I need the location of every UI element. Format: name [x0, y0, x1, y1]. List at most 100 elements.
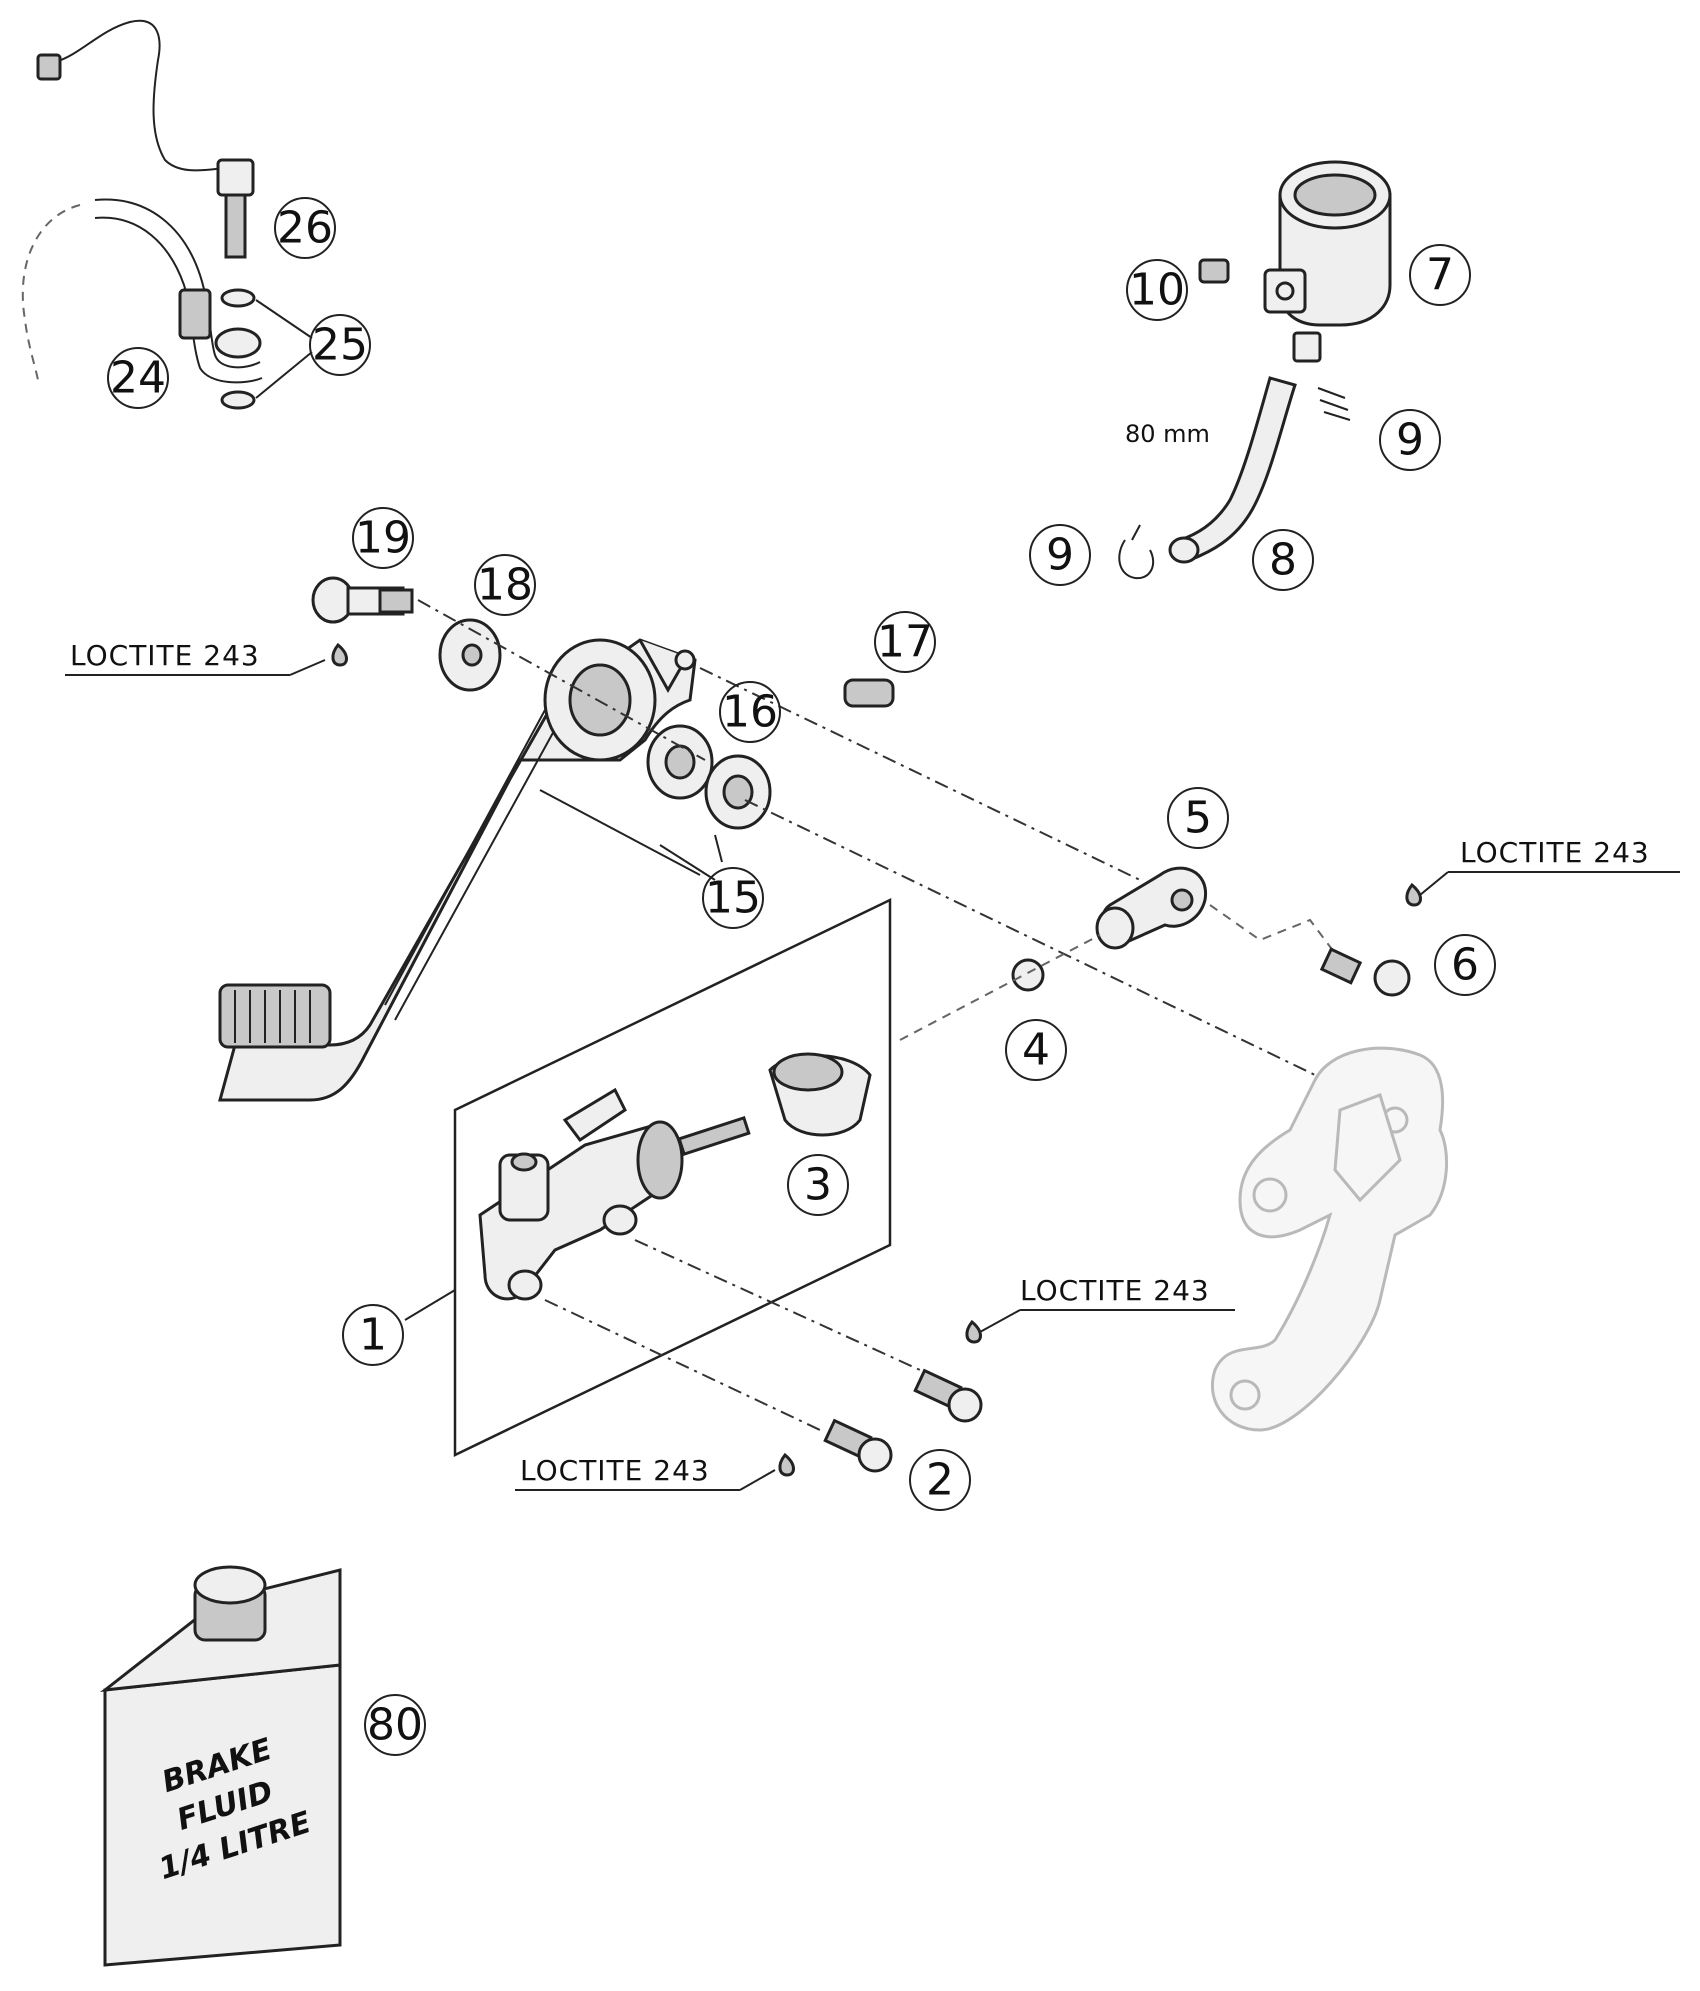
master-cylinder-bore [510, 1152, 538, 1172]
callout-9-upper: 9 [1379, 409, 1441, 471]
callout-6-label: 6 [1451, 940, 1479, 991]
leader-15-b [659, 844, 716, 881]
loctite-note-cylinder-upper: LOCTITE 243 [1020, 1274, 1210, 1307]
nut-axis-line [899, 934, 1101, 1041]
loctite-drop-lower [778, 1452, 795, 1477]
callout-9-lower: 9 [1029, 524, 1091, 586]
callout-10-label: 10 [1129, 265, 1185, 316]
pivot-bolt-thread [378, 588, 414, 614]
leader-loctite-upper [979, 1309, 1021, 1333]
seal-ring-lower [220, 390, 256, 410]
pedal-foot-peg [218, 983, 332, 1049]
callout-2-label: 2 [926, 1455, 954, 1506]
leader-15-c [714, 834, 723, 863]
reservoir-assembly [1118, 160, 1392, 580]
lock-nut [1011, 958, 1045, 992]
brake-light-switch-thread [224, 193, 247, 259]
callout-17-label: 17 [877, 617, 933, 668]
clevis-bolt-thread [1319, 947, 1363, 985]
callout-24: 24 [107, 347, 169, 409]
container-top-edge [104, 1664, 341, 1691]
loctite-drop-clevis [1405, 882, 1422, 907]
hose-clamp-lower [1118, 524, 1155, 580]
callout-18-label: 18 [477, 560, 533, 611]
reservoir-cap-top [1293, 173, 1377, 217]
callout-80: 80 [364, 1694, 426, 1756]
callout-3-label: 3 [804, 1160, 832, 1211]
brake-light-switch-assembly [21, 19, 313, 410]
hose-end [1168, 536, 1200, 564]
callout-8: 8 [1252, 529, 1314, 591]
hose-clamp-upper [1317, 387, 1351, 421]
callout-19: 19 [352, 507, 414, 569]
callout-2: 2 [909, 1449, 971, 1511]
callout-24-label: 24 [110, 353, 166, 404]
mount-lug-lower [507, 1269, 543, 1301]
dust-boot-opening [772, 1052, 844, 1092]
banjo-fitting [214, 327, 262, 359]
loctite-drop-pedal [331, 642, 348, 667]
hose-fitting [178, 288, 212, 340]
master-cylinder-flange [636, 1120, 684, 1200]
callout-16: 16 [719, 681, 781, 743]
upper-bolt-axis [634, 1239, 921, 1371]
loctite-note-pedal-bolt: LOCTITE 243 [70, 639, 260, 672]
loctite-note-cylinder-lower: LOCTITE 243 [520, 1454, 710, 1487]
seal-ring-upper [220, 288, 256, 308]
clevis-stem [1095, 906, 1135, 950]
callout-9-lower-label: 9 [1046, 530, 1074, 581]
callout-1-label: 1 [359, 1310, 387, 1361]
brake-fluid-container: BRAKE FLUID 1/4 LITRE [99, 1565, 342, 1967]
callout-4-label: 4 [1022, 1025, 1050, 1076]
hose-length-dimension: 80 mm [1125, 420, 1210, 448]
callout-8-label: 8 [1269, 535, 1297, 586]
callout-15-label: 15 [705, 873, 761, 924]
footrest-bracket-ghost [1210, 1046, 1449, 1432]
callout-25-label: 25 [312, 320, 368, 371]
pedal-foot-peg-grip [234, 990, 311, 1043]
callout-7: 7 [1409, 244, 1471, 306]
master-cylinder-inlet [562, 1087, 627, 1143]
clevis-bolt-axis [1209, 904, 1341, 961]
washer-hole [461, 643, 483, 667]
leader-loctite-clevis [1419, 871, 1449, 896]
bracket-hole-c [1229, 1379, 1261, 1411]
master-cylinder-group [65, 659, 1235, 1491]
reservoir-mount-hole [1275, 281, 1295, 301]
push-rod [677, 1115, 751, 1157]
leader-loctite-lower [739, 1469, 776, 1491]
leader-1 [404, 1289, 456, 1321]
callout-16-label: 16 [722, 687, 778, 738]
master-cylinder-frame [453, 898, 892, 1457]
callout-3: 3 [787, 1154, 849, 1216]
callout-6: 6 [1434, 934, 1496, 996]
callout-26: 26 [274, 197, 336, 259]
lower-bolt-axis [544, 1299, 821, 1431]
leader-15-a [539, 789, 701, 876]
callout-1: 1 [342, 1304, 404, 1366]
brake-light-switch-body [216, 158, 255, 197]
reservoir-hose [1177, 376, 1297, 562]
pedal-clevis-hole [674, 649, 696, 671]
switch-cable [54, 19, 226, 172]
callout-17: 17 [874, 611, 936, 673]
clevis-axis-line [699, 667, 1141, 881]
clevis-group [899, 866, 1680, 1041]
loctite-note-clevis-bolt: LOCTITE 243 [1460, 836, 1650, 869]
callout-80-label: 80 [367, 1700, 423, 1751]
footrest-bracket [1210, 1046, 1449, 1432]
mount-lug-upper [602, 1204, 638, 1236]
callout-5: 5 [1167, 787, 1229, 849]
brake-pedal-group [218, 576, 1316, 1102]
callout-4: 4 [1005, 1019, 1067, 1081]
clevis-eye [1170, 888, 1194, 912]
reservoir-screw [1198, 258, 1230, 284]
reservoir-outlet [1292, 331, 1322, 363]
bracket-web [1333, 1093, 1402, 1203]
leader-loctite-pedal [289, 659, 326, 676]
pedal-pivot-bore [568, 663, 632, 737]
leader-25-upper [255, 299, 313, 339]
callout-9-upper-label: 9 [1396, 415, 1424, 466]
bracket-hole-a [1252, 1177, 1288, 1213]
